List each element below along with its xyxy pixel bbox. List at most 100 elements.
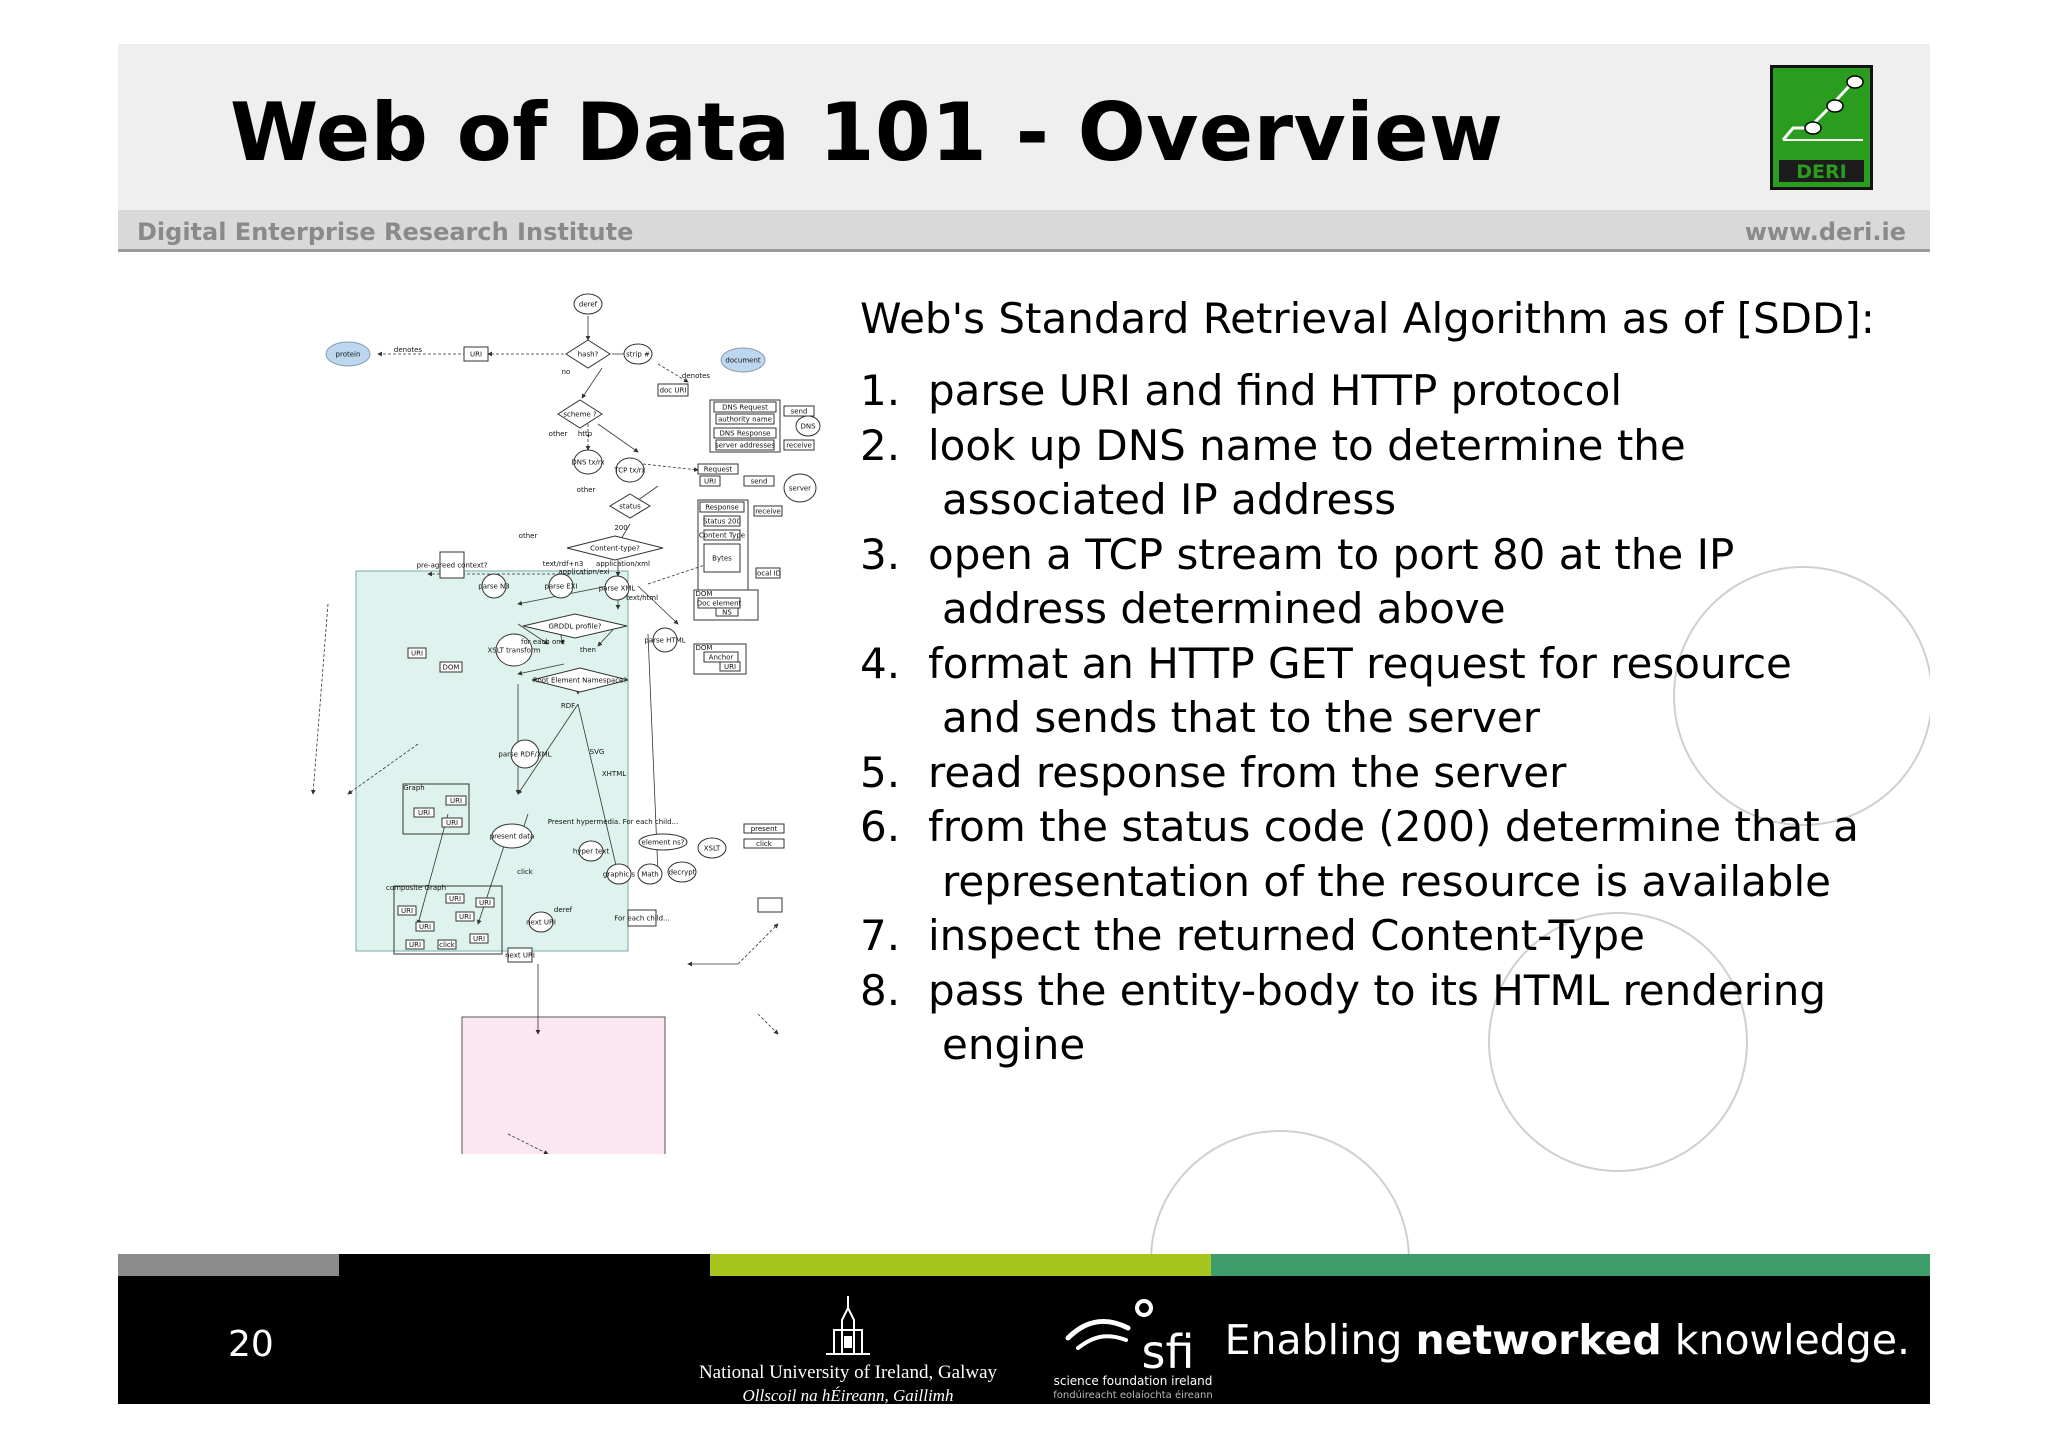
diagram-node-label: GRDDL profile? <box>548 623 601 631</box>
step-line: read response from the server <box>928 747 1567 797</box>
diagram-edge <box>416 813 449 925</box>
diagram-node-label: no <box>562 368 571 376</box>
diagram-node-label: then <box>580 646 596 654</box>
diagram-node-label: strip # <box>626 351 650 359</box>
diagram-node-label: Bytes <box>712 555 732 563</box>
diagram-node-label: For each child... <box>614 915 670 923</box>
diagram-node-label: parse HTML <box>644 637 685 645</box>
diagram-node-label: URI <box>450 797 462 805</box>
diagram-ellipse-node <box>638 833 688 851</box>
diagram-node-label: DOM <box>443 664 460 672</box>
diagram-node-label: Math <box>641 871 659 879</box>
diagram-box-node <box>715 439 775 451</box>
diagram-ellipse-node <box>604 575 630 601</box>
diagram-node-label: other <box>519 532 538 540</box>
diagram-node-label: Content Type <box>699 532 745 540</box>
diagram-box-node <box>415 921 435 932</box>
diagram-node-label: URI <box>401 907 413 915</box>
diagram-box-node <box>715 413 775 425</box>
algorithm-step: 3.open a TCP stream to port 80 at the IP… <box>860 528 1920 637</box>
accent-bar-gray <box>118 1254 339 1278</box>
diagram-node-label: text/rdf+n3 <box>543 560 584 568</box>
diagram-edge <box>637 585 679 625</box>
diagram-node-label: decrypt <box>669 869 696 877</box>
diagram-edge <box>657 363 689 383</box>
diagram-edge <box>757 1013 779 1035</box>
diagram-node-label: application/xml <box>596 560 650 568</box>
diagram-edge <box>737 923 779 965</box>
algorithm-step: 6.from the status code (200) determine t… <box>860 800 1920 909</box>
step-text: read response from the server <box>928 746 1920 801</box>
diagram-box-node <box>743 475 775 487</box>
step-text: parse URI and find HTTP protocol <box>928 364 1920 419</box>
accent-bars <box>118 1254 1930 1278</box>
diagram-box-node <box>437 939 457 950</box>
step-line: associated IP address <box>942 475 1397 524</box>
diagram-node-label: server addresses <box>715 442 775 450</box>
sfi-logo-text: sfi <box>1142 1325 1195 1376</box>
diagram-node-label: Anchor <box>709 654 734 662</box>
diagram-edge <box>581 367 603 399</box>
accent-bar-green <box>1211 1254 1930 1278</box>
diagram-node-label: element ns? <box>642 839 685 847</box>
diagram-ellipse-node <box>652 627 678 653</box>
diagram-edge <box>517 623 549 645</box>
diagram-edge <box>347 743 419 795</box>
diagram-node-label: URI <box>473 935 485 943</box>
diagram-node-label: scheme ? <box>563 411 597 419</box>
diagram-node-label: pre-agreed context? <box>417 562 488 570</box>
diagram-box-node <box>405 939 425 950</box>
diagram-ellipse-node <box>481 573 507 599</box>
step-number: 6. <box>860 802 901 851</box>
diagram-node-label: receive <box>755 508 781 516</box>
diagram-node-label: RDF <box>561 702 575 710</box>
accent-bar-black-1 <box>339 1254 710 1278</box>
diagram-node-label: URI <box>479 899 491 907</box>
step-line: engine <box>942 1020 1086 1069</box>
diagram-node-label: URI <box>470 351 482 359</box>
step-text: inspect the returned Content-Type <box>928 909 1920 964</box>
diagram-box-node <box>755 567 781 579</box>
slogan-pre: Enabling <box>1224 1316 1416 1364</box>
algorithm-step: 1. parse URI and find HTTP protocol <box>860 364 1920 419</box>
diagram-node-label: server <box>789 485 811 493</box>
diagram-ellipse-node <box>667 861 697 883</box>
diagram-ellipse-node <box>573 293 603 315</box>
decor-circle-2 <box>1488 912 1748 1172</box>
step-line: representation of the resource is availa… <box>942 856 1831 906</box>
diagram-node-label: DNS Request <box>722 404 768 412</box>
step-number: 1. <box>860 366 901 415</box>
diagram-group-frame <box>709 399 781 453</box>
diagram-edge <box>517 663 565 676</box>
diagram-ellipse-node <box>491 823 533 849</box>
sfi-subtitle: science foundation ireland <box>1053 1374 1213 1388</box>
diagram-node-label: DOM <box>696 644 713 652</box>
diagram-ellipse-node <box>697 837 727 859</box>
diagram-box-node <box>743 823 785 834</box>
university-name: National University of Ireland, Galway <box>698 1362 998 1383</box>
step-line: open a TCP stream to port 80 at the IP <box>928 529 1735 579</box>
step-line: format an HTTP GET request for resource <box>928 638 1792 688</box>
diagram-box-node <box>697 463 739 475</box>
diagram-ellipse-node <box>783 473 817 503</box>
subtitle-band: Digital Enterprise Research Institute ww… <box>118 210 1930 252</box>
sfi-subtitle-irish: fondúireacht eolaíochta éireann <box>1053 1390 1213 1401</box>
diagram-edge <box>517 703 579 795</box>
diagram-edge <box>310 603 329 795</box>
diagram-box-node <box>445 893 465 904</box>
diagram-ellipse-node <box>615 457 645 483</box>
diagram-node-label: text/html <box>626 594 658 602</box>
diagram-node-label: Response <box>705 504 739 512</box>
diagram-node-label: URI <box>409 941 421 949</box>
diagram-decision-node <box>566 535 664 561</box>
diagram-cloud-node <box>325 341 371 367</box>
diagram-box-node <box>757 897 783 913</box>
diagram-node-label: SVG <box>590 748 605 756</box>
diagram-edge <box>642 463 699 472</box>
diagram-box-node <box>699 501 745 513</box>
step-text: pass the entity-body to its HTML renderi… <box>928 964 1920 1073</box>
